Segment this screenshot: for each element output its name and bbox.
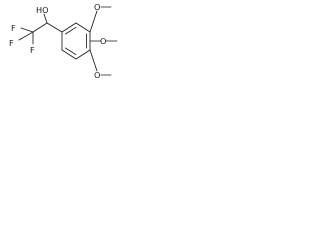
carbinol-to-hydroxyl-bond [43, 13, 48, 24]
methoxy-bottom-oxygen-label: O [94, 70, 100, 80]
ring-double-bond [65, 26, 77, 35]
ring-to-methoxy-bottom-bond [89, 49, 98, 72]
ring-double-bond [65, 47, 77, 56]
ring-bond [61, 22, 77, 33]
hydroxyl-label: HO [36, 5, 49, 15]
fluorine-top-label: F [11, 23, 16, 33]
methoxy-top-oxygen-label: O [94, 2, 100, 12]
methoxy-middle-oxygen-label: O [100, 36, 106, 46]
ring-to-carbinol-bond [46, 22, 63, 33]
cf3-fluorine-top-bond [20, 27, 34, 33]
fluorine-bottom-label: F [30, 45, 35, 55]
chemical-structure-diagram: HO F F F O O O [9, 2, 118, 80]
carbinol-to-cf3-bond [32, 22, 48, 33]
cf3-fluorine-left-bond [18, 31, 34, 41]
ring-to-methoxy-top-bond [89, 10, 98, 33]
ring-bond [75, 49, 91, 60]
ring-bond [61, 49, 77, 60]
benzene-ring [61, 22, 91, 60]
ring-bond [75, 22, 91, 33]
fluorine-left-label: F [9, 38, 14, 48]
